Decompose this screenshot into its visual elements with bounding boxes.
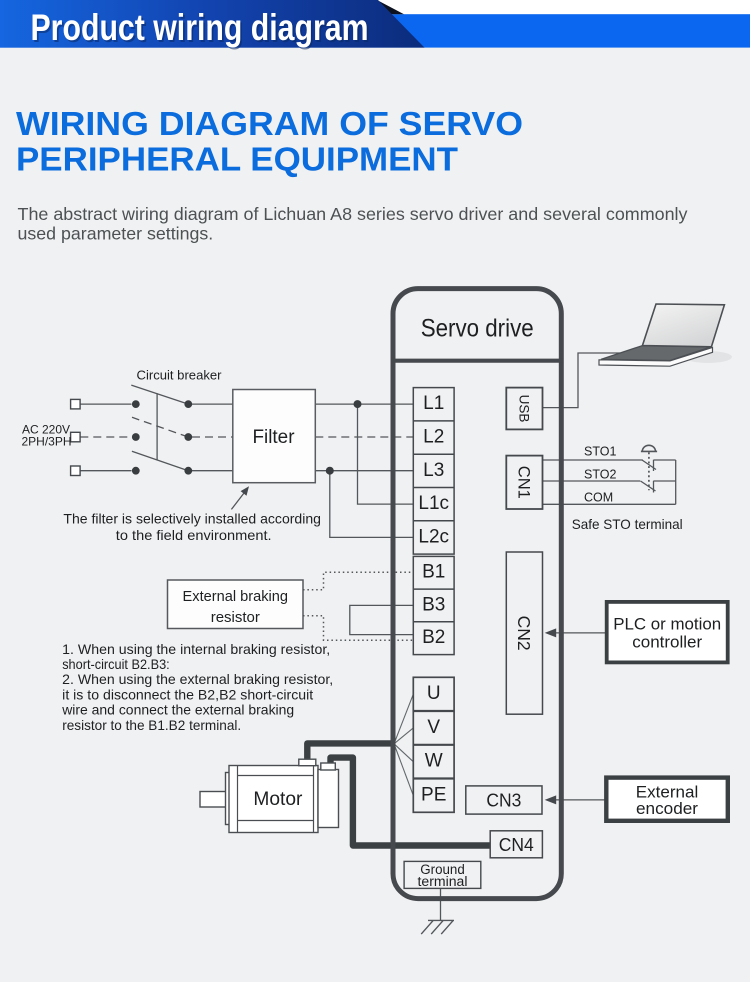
svg-text:B1: B1	[422, 562, 445, 583]
svg-text:PLC or motion: PLC or motion	[613, 614, 721, 633]
svg-text:USB: USB	[517, 395, 532, 423]
svg-text:L3: L3	[423, 460, 444, 481]
svg-text:L1: L1	[423, 393, 444, 414]
svg-text:V: V	[427, 717, 440, 738]
svg-text:STO1: STO1	[584, 444, 616, 458]
svg-text:B3: B3	[422, 594, 445, 615]
svg-text:2. When using the external bra: 2. When using the external braking resis…	[62, 671, 333, 687]
svg-text:L2c: L2c	[418, 526, 449, 547]
svg-text:PERIPHERAL EQUIPMENT: PERIPHERAL EQUIPMENT	[16, 141, 458, 178]
svg-text:STO2: STO2	[584, 467, 616, 481]
svg-text:Motor: Motor	[253, 789, 303, 810]
svg-text:COM: COM	[584, 490, 613, 504]
svg-text:WIRING DIAGRAM OF SERVO: WIRING DIAGRAM OF SERVO	[16, 106, 523, 143]
svg-text:Product wiring diagram: Product wiring diagram	[31, 7, 369, 48]
svg-text:CN2: CN2	[514, 616, 534, 651]
svg-text:The abstract wiring diagram of: The abstract wiring diagram of Lichuan A…	[18, 204, 688, 224]
svg-text:PE: PE	[421, 784, 446, 805]
svg-text:U: U	[427, 683, 441, 704]
svg-text:1. When using the internal bra: 1. When using the internal braking resis…	[62, 641, 330, 657]
svg-text:used parameter settings.: used parameter settings.	[18, 224, 214, 244]
svg-text:wire and connect the external: wire and connect the external braking	[61, 702, 294, 718]
svg-text:L2: L2	[423, 427, 444, 448]
svg-text:Circuit breaker: Circuit breaker	[137, 367, 223, 382]
svg-text:controller: controller	[632, 633, 702, 652]
svg-text:Ground: Ground	[420, 862, 465, 877]
svg-text:The filter is selectively inst: The filter is selectively installed acco…	[63, 511, 321, 527]
svg-text:encoder: encoder	[636, 799, 698, 818]
svg-text:CN3: CN3	[486, 791, 521, 811]
svg-text:resistor to the B1.B2 terminal: resistor to the B1.B2 terminal.	[62, 717, 241, 733]
svg-text:CN4: CN4	[499, 835, 534, 855]
svg-text:terminal: terminal	[418, 874, 468, 889]
svg-text:Safe STO terminal: Safe STO terminal	[572, 516, 683, 532]
svg-text:short-circuit B2.B3:: short-circuit B2.B3:	[62, 656, 170, 672]
svg-text:it is to disconnect the B2,B2: it is to disconnect the B2,B2 short-circ…	[62, 686, 313, 702]
svg-text:resistor: resistor	[211, 609, 260, 626]
svg-text:External braking: External braking	[183, 588, 289, 605]
svg-text:Product wiring diagram: Product wiring diagram	[32, 9, 370, 50]
svg-text:W: W	[425, 751, 443, 772]
svg-text:External: External	[636, 782, 699, 801]
svg-text:Servo drive: Servo drive	[421, 315, 534, 343]
svg-text:Filter: Filter	[253, 427, 296, 448]
svg-text:B2: B2	[422, 627, 445, 648]
svg-text:to the field environment.: to the field environment.	[116, 527, 272, 543]
svg-text:2PH/3PH: 2PH/3PH	[22, 434, 72, 448]
svg-text:CN1: CN1	[514, 466, 532, 499]
svg-text:L1c: L1c	[418, 493, 449, 514]
svg-text:AC 220V: AC 220V	[22, 422, 70, 436]
